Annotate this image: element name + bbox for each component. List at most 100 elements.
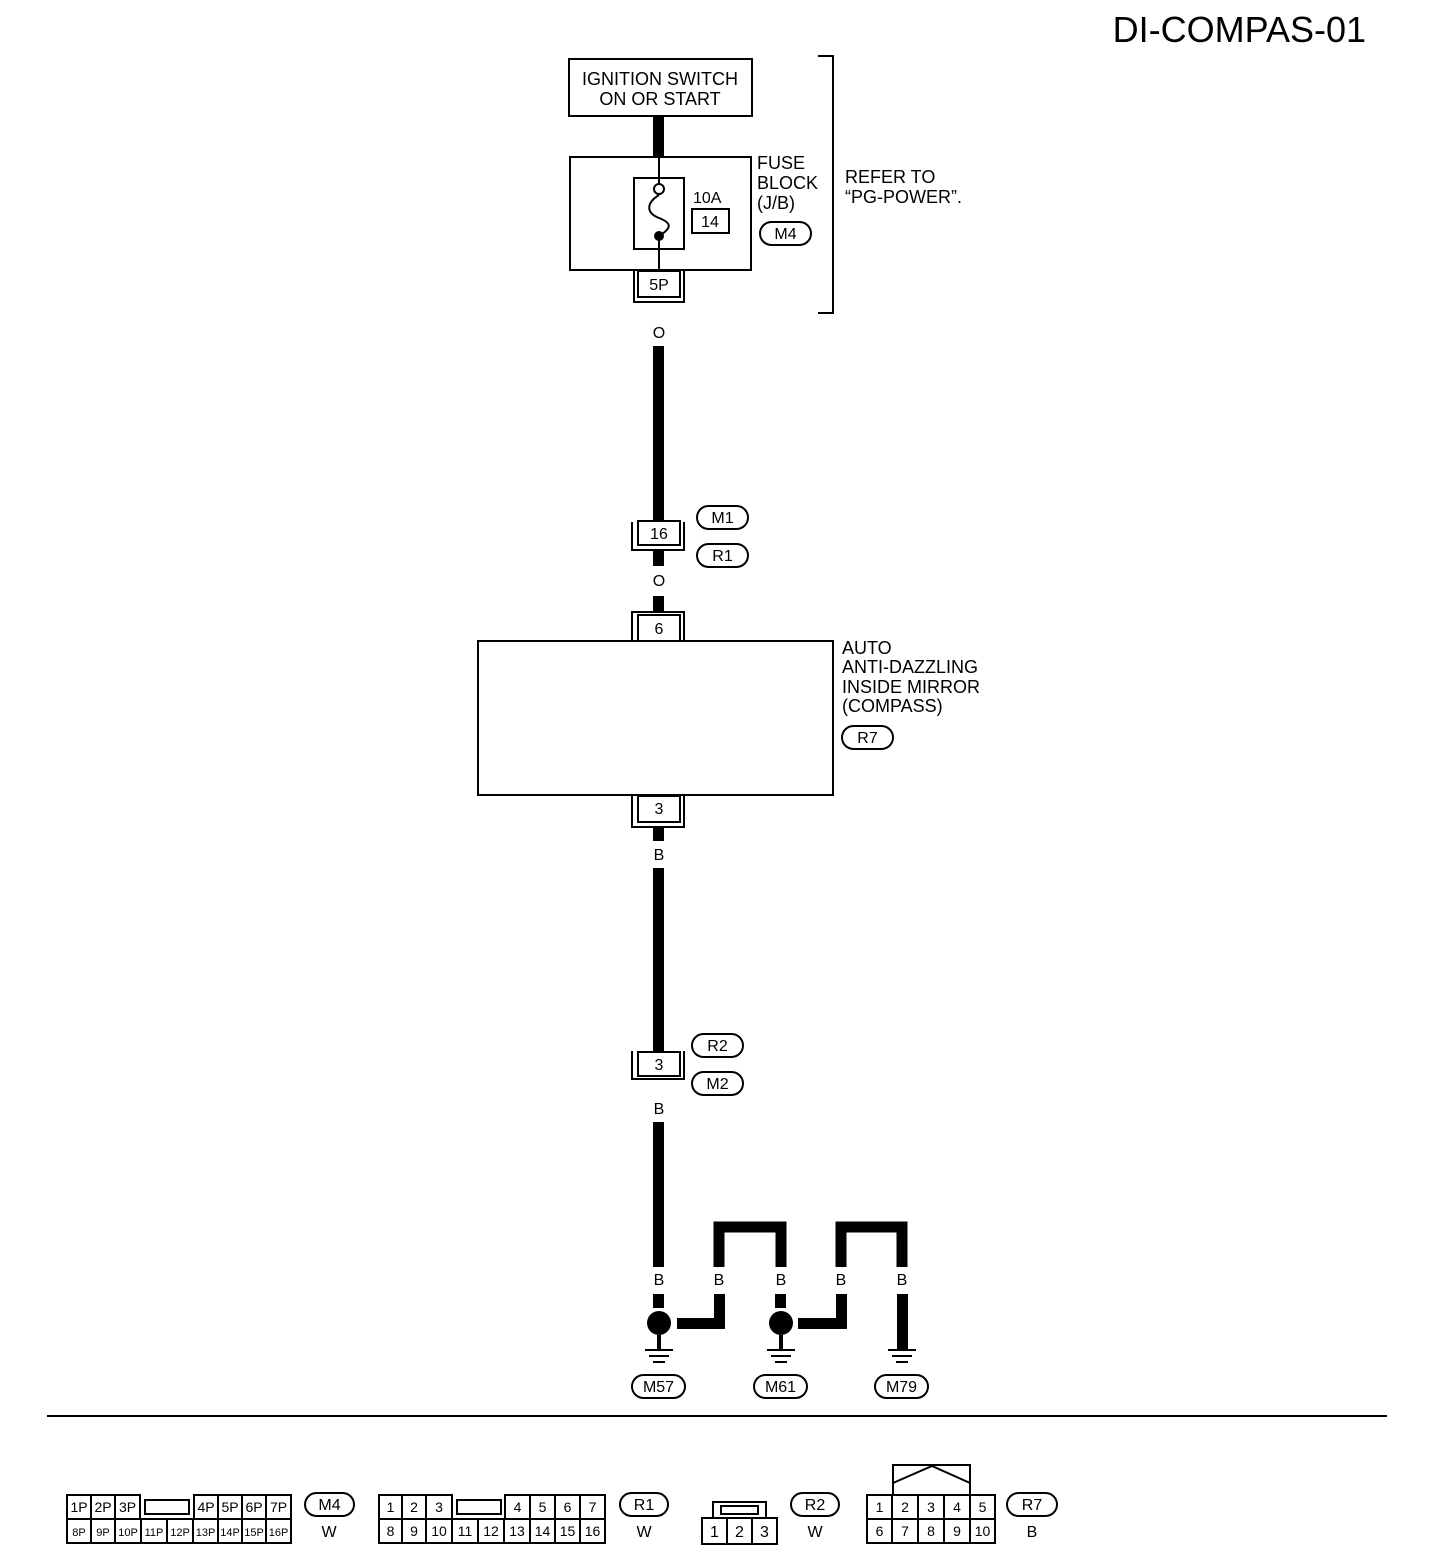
fuse-block-connector-pill: M4 [759,221,812,246]
ground-pill-m79: M79 [874,1374,929,1399]
cell-label: 7 [901,1523,909,1539]
cell-label: 6P [245,1499,262,1515]
junction-1-top-id: M1 [711,510,733,527]
cell-label: 13P [196,1527,216,1539]
cell-label: 4 [953,1499,961,1515]
wire-color-label: B [776,1272,787,1289]
cell-label: 10 [431,1523,447,1539]
connector-view-r7: 1 2 3 4 5 6 7 8 9 10 R7 B [866,1464,1058,1544]
cell-label: 9P [96,1527,109,1539]
fuse-rating: 10A [693,190,722,207]
cell-label: 3 [927,1499,935,1515]
cell-label: 14 [535,1523,551,1539]
wire-color-label: B [654,1272,665,1289]
connector-color: W [636,1524,652,1541]
connector-id: R1 [634,1497,655,1514]
junction-connector-1: 16 M1 R1 [631,505,749,568]
mirror-box [477,640,834,796]
fuse-number: 14 [701,214,719,231]
mirror-label-1: AUTO [842,638,892,658]
connector-color: W [807,1524,823,1541]
cell-label: 10P [118,1527,138,1539]
refer-bracket [818,55,834,314]
fuse-block-terminal: 5P [649,277,669,294]
ground-symbol-icon [888,1349,916,1363]
cell-label: 6 [564,1499,572,1515]
mirror-terminal-bottom: 3 [655,801,664,818]
fuse-block-connector-id: M4 [774,226,796,243]
ground-symbol-icon [767,1349,795,1363]
fuse-block-label-1: FUSE [757,153,805,173]
cell-label: 6 [876,1523,884,1539]
cell-label: 7P [270,1499,287,1515]
junction-connector-2: 3 R2 M2 [631,1033,744,1096]
connector-id: R7 [1022,1497,1043,1514]
fuse-terminal-top [653,183,665,195]
ground-dot-icon [647,1311,671,1335]
mirror-label-4: (COMPASS) [842,696,943,716]
cell-label: 15 [560,1523,576,1539]
junction-2-bottom-id: M2 [706,1076,728,1093]
cell-label: 4P [197,1499,214,1515]
cell-label: 1 [876,1499,884,1515]
ground-id: M79 [886,1379,917,1396]
junction-2-top-id: R2 [707,1038,728,1055]
diagram-title: DI-COMPAS-01 [1113,9,1366,50]
wire-color-label: B [654,847,665,864]
refer-line-1: REFER TO [845,167,935,187]
ground-id: M57 [643,1379,674,1396]
fuse-block-label-2: BLOCK [757,173,818,193]
cell-label: 5 [539,1499,547,1515]
connector-id: M4 [318,1497,340,1514]
fuse-block: 10A 14 FUSE BLOCK (J/B) M4 5P [569,153,818,303]
cell-label: 8 [387,1523,395,1539]
cell-label: 11 [458,1523,473,1539]
cell-label: 12P [170,1527,190,1539]
cell-label: 9 [953,1523,961,1539]
cell-label: 3 [760,1524,769,1541]
connector-view-r1: 1 2 3 4 5 6 7 8 9 10 11 12 13 14 15 16 R… [378,1492,669,1544]
connector-id: R2 [805,1497,826,1514]
fuse-element-icon [648,194,670,237]
cell-label: 2 [410,1499,418,1515]
wire-ignition-to-fuse [653,116,664,158]
cell-label: 13 [509,1523,525,1539]
cell-label: 16 [585,1523,601,1539]
cell-label: 7 [589,1499,597,1515]
cell-label: 3P [119,1499,136,1515]
ignition-switch: IGNITION SWITCH ON OR START [568,58,753,117]
ground-id: M61 [765,1379,796,1396]
junction-2-terminal: 3 [655,1057,664,1074]
connector-view-m4: 1P 2P 3P 4P 5P 6P 7P 8P 9P 10P 11P 12P 1… [66,1492,355,1544]
junction-1-terminal: 16 [650,526,668,543]
cell-label: 4 [514,1499,522,1515]
cell-label: 1 [387,1499,395,1515]
cell-label: 1P [70,1499,87,1515]
mirror-terminal-top: 6 [655,621,664,638]
ground-symbol-icon [645,1349,673,1363]
connector-view-r2: 1 2 3 R2 W [701,1492,840,1545]
wire-color-label: B [897,1272,908,1289]
refer-line-2: “PG-POWER”. [845,187,962,207]
cell-label: 2P [94,1499,111,1515]
mirror-label-2: ANTI-DAZZLING [842,657,978,677]
cell-label: 2 [901,1499,909,1515]
cell-label: 3 [435,1499,443,1515]
ground-network: B B B B B [631,1221,929,1399]
cell-label: 12 [483,1523,499,1539]
mirror-connector-pill: R7 [841,725,894,750]
mirror-label-3: INSIDE MIRROR [842,677,980,697]
junction-1-bottom-pill: R1 [696,543,749,568]
cell-label: 2 [735,1524,744,1541]
ground-dot-icon [769,1311,793,1335]
cell-label: 10 [975,1523,991,1539]
connector-color: B [1027,1524,1038,1541]
junction-2-bottom-pill: M2 [691,1071,744,1096]
cell-label: 11P [145,1527,164,1539]
wire-color-label: B [836,1272,847,1289]
ignition-line-1: IGNITION SWITCH [582,69,738,89]
ignition-line-2: ON OR START [599,89,720,109]
fuse-block-label-3: (J/B) [757,193,795,213]
wire-color-label: O [653,573,665,590]
